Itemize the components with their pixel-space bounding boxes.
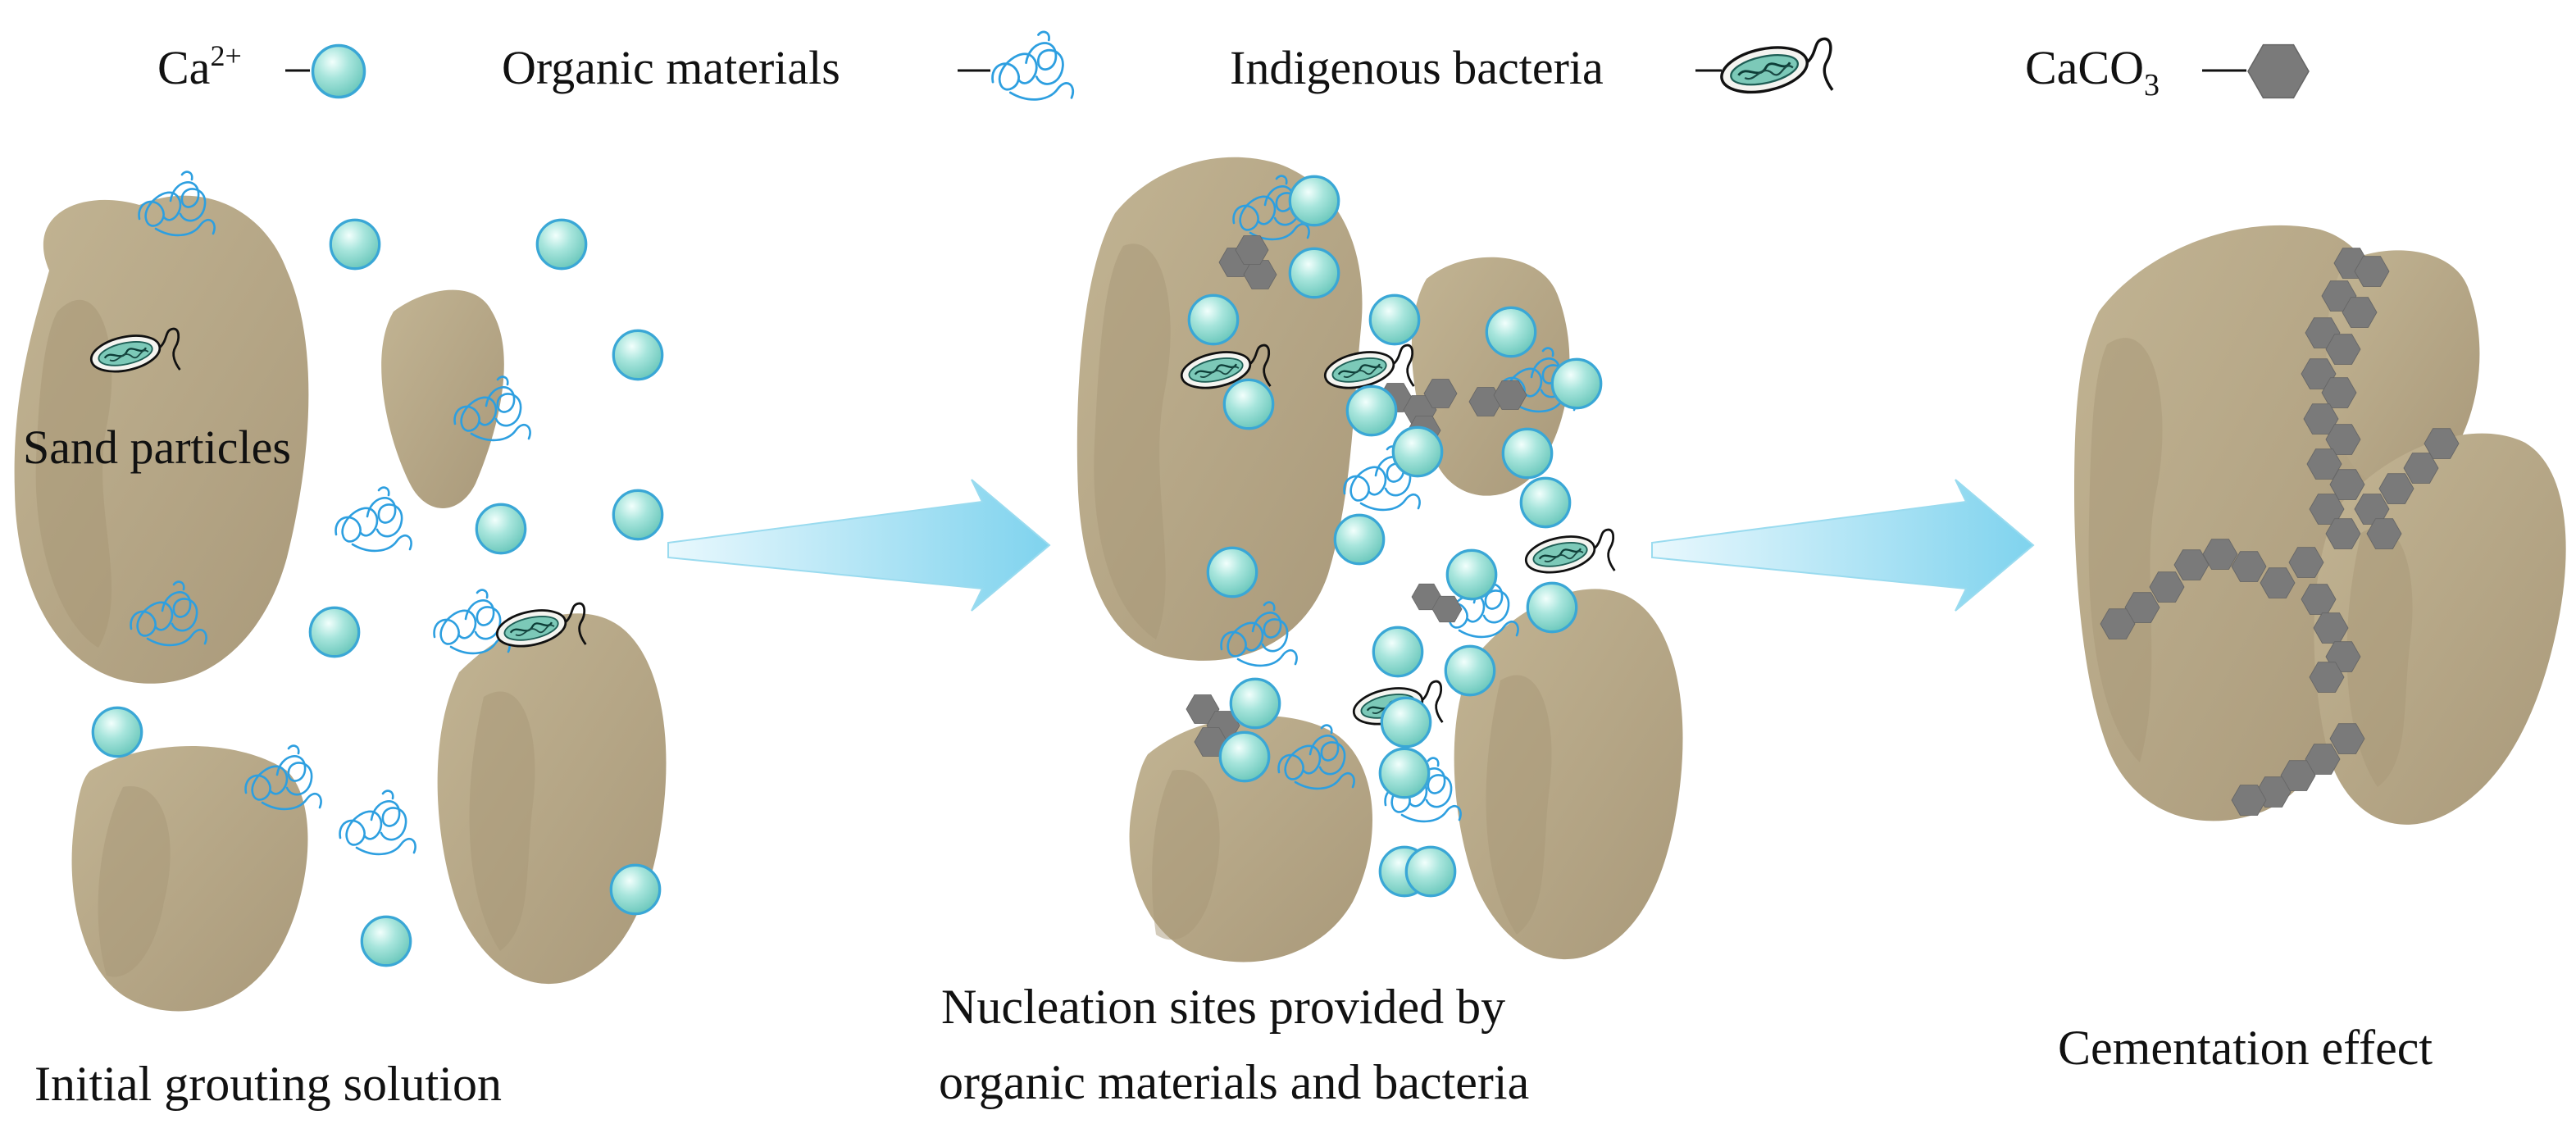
panel-initial: Sand particles Initial grouting solution: [14, 171, 667, 1111]
legend-calcium-label: Ca2+: [157, 39, 242, 94]
calcium-ion-sphere-icon: [1218, 730, 1271, 783]
stage3-caption: Cementation effect: [2058, 1021, 2433, 1075]
sand-shade: [35, 299, 112, 648]
sand-particles-label: Sand particles: [23, 421, 291, 474]
calcium-ion-sphere-icon: [1288, 175, 1340, 227]
legend-squiggle-icon: [991, 30, 1075, 101]
sand-shade: [469, 691, 535, 951]
calcium-ion-sphere-icon: [1519, 476, 1572, 529]
sand-shade: [1486, 675, 1552, 935]
calcium-ion-sphere-icon: [1187, 293, 1240, 346]
calcium-ion-sphere-icon: [1345, 384, 1398, 437]
calcium-ion-sphere-icon: [1229, 677, 1281, 730]
calcium-ion-sphere-icon: [1378, 747, 1431, 799]
calcium-ion-sphere-icon: [1485, 306, 1537, 358]
calcium-ion-sphere-icon: [1391, 425, 1444, 478]
calcium-ion-sphere-icon: [329, 218, 381, 271]
calcium-ion-sphere-icon: [360, 915, 412, 967]
calcium-ion-sphere-icon: [1372, 626, 1424, 678]
calcium-ion-sphere-icon: [1368, 293, 1421, 346]
calcium-ion-sphere-icon: [1380, 696, 1432, 749]
calcium-ion-sphere-icon: [535, 218, 588, 271]
calcium-ion-sphere-icon: [612, 489, 664, 541]
panel-nucleation: Nucleation sites provided by organic mat…: [939, 157, 1683, 1109]
calcium-ion-sphere-icon: [1206, 546, 1258, 598]
legend-organic-label: Organic materials: [502, 41, 840, 94]
arrow-right-icon: [1651, 479, 2035, 612]
calcium-ion-sphere-icon: [1444, 644, 1496, 697]
calcium-ion-sphere-icon: [91, 706, 143, 758]
sand-shade: [98, 786, 171, 977]
sand-shade: [1152, 770, 1220, 940]
sand-shade: [2346, 527, 2413, 787]
legend-caco3-label: CaCO3: [2025, 41, 2160, 102]
legend-sphere-icon: [311, 43, 366, 99]
calcium-ion-sphere-icon: [1288, 247, 1340, 299]
arrow-right-icon: [667, 479, 1051, 612]
bacterium-icon: [1521, 528, 1616, 579]
calcium-ion-sphere-icon: [1222, 378, 1275, 430]
calcium-ion-sphere-icon: [609, 863, 662, 916]
calcium-ion-sphere-icon: [308, 606, 361, 658]
sand-shade: [2088, 338, 2163, 762]
calcium-ion-sphere-icon: [1550, 357, 1603, 410]
calcium-ion-sphere-icon: [475, 503, 527, 555]
legend-bacteria-label: Indigenous bacteria: [1230, 41, 1604, 94]
legend-bacterium-icon: [1716, 37, 1834, 100]
legend: Ca2+ Organic materials Indigenous bacter…: [157, 30, 2310, 102]
calcium-ion-sphere-icon: [1501, 427, 1554, 480]
sand-shade: [1094, 243, 1171, 639]
calcium-ion-sphere-icon: [1333, 513, 1386, 566]
calcium-ion-sphere-icon: [1404, 845, 1457, 898]
stage1-caption: Initial grouting solution: [34, 1057, 502, 1111]
calcium-ion-sphere-icon: [1526, 581, 1578, 634]
organic-squiggle-icon: [335, 486, 412, 553]
organic-squiggle-icon: [339, 789, 416, 856]
panel-cementation: Cementation effect: [2058, 225, 2566, 1075]
stage2-caption-line2: organic materials and bacteria: [939, 1055, 1529, 1109]
calcium-ion-sphere-icon: [1445, 548, 1498, 601]
legend-hexagon-icon: [2247, 43, 2310, 99]
sand-particle: [381, 289, 504, 508]
stage2-caption-line1: Nucleation sites provided by: [941, 980, 1505, 1034]
calcium-ion-sphere-icon: [612, 329, 664, 381]
